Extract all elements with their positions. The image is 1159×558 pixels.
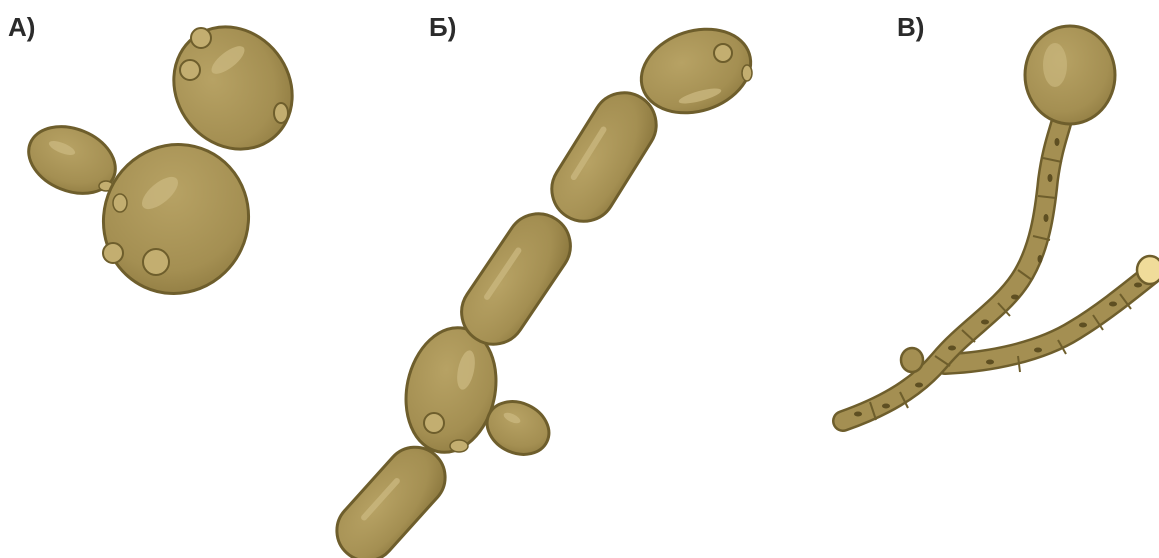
- hypha-tip-spore: [1137, 256, 1159, 284]
- panel-c-hyphae: [843, 26, 1159, 421]
- nuclei: [854, 138, 1142, 417]
- hypha-side-knob: [901, 348, 923, 372]
- chain-cell-bottom: [325, 435, 458, 558]
- chlamydospore: [1025, 26, 1115, 124]
- chain-cell-upper-mid: [540, 81, 668, 234]
- panel-b-pseudohyphae: [325, 16, 762, 558]
- panel-a-budding-yeast: [19, 3, 317, 317]
- chain-cell-lower-mid: [449, 201, 583, 356]
